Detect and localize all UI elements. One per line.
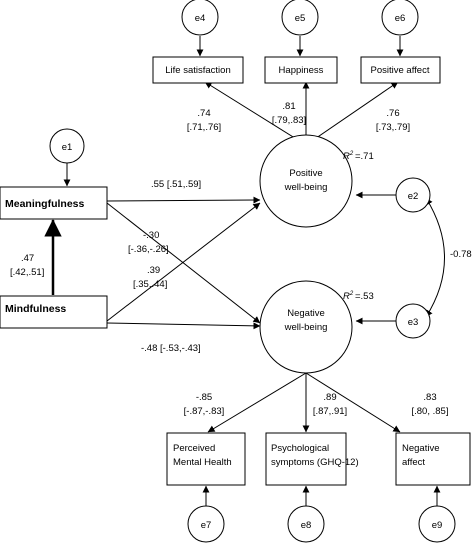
e6-circle <box>381 0 419 36</box>
mind-to-neg <box>106 322 261 330</box>
mean-neg-coef: -.30 <box>143 230 159 241</box>
e7-label: e7 <box>201 520 212 531</box>
psych-coef: .89 <box>323 392 336 403</box>
e4-circle <box>181 0 219 36</box>
life-sat-coef: .74 <box>197 108 210 119</box>
psych-ci: [.87,.91] <box>313 406 347 417</box>
r2-positive-symbol: R2 <box>343 151 354 162</box>
meaningfulness-label: Meaningfulness <box>5 198 85 210</box>
mind-neg-coef: -.48 [-.53,-.43] <box>141 343 201 354</box>
e2-circle <box>395 177 431 213</box>
perceived-mental-health-label-2: Mental Health <box>173 457 232 468</box>
neg-affect-ci: [.80, .85] <box>412 406 449 417</box>
r2-positive: =.71 <box>355 151 374 162</box>
mean-to-neg <box>106 202 261 324</box>
pos-to-pos-affect <box>305 81 399 146</box>
e9-circle <box>418 505 456 543</box>
neg-affect-coef: .83 <box>423 392 436 403</box>
meaningfulness-box <box>0 186 108 220</box>
positive-wellbeing-label-1: Positive <box>289 168 322 179</box>
e2-label: e2 <box>408 191 419 202</box>
mind-pos-coef: .39 <box>147 265 160 276</box>
perceived-mental-health-label-1: Perceived <box>173 443 215 454</box>
e4-label: e4 <box>195 13 206 24</box>
positive-wellbeing-label-2: well-being <box>284 182 328 193</box>
mean-pos-coef: .55 [.51,.59] <box>151 179 201 190</box>
mean-to-pos <box>106 196 261 204</box>
e5-label: e5 <box>295 13 306 24</box>
mind-mean-ci: [.42,.51] <box>10 267 44 278</box>
life-sat-ci: [.71,.76] <box>187 122 221 133</box>
e1-circle <box>49 128 85 164</box>
psych-symptoms-label-2: symptoms (GHQ-12) <box>271 457 359 468</box>
mean-neg-ci: [-.36,-.26] <box>128 244 169 255</box>
negative-wellbeing-label-2: well-being <box>284 322 328 333</box>
neg-to-pmh <box>207 372 307 433</box>
negative-affect-label-2: affect <box>402 457 425 468</box>
mind-to-pos <box>106 202 261 322</box>
life-satisfaction-label: Life satisfaction <box>165 65 230 76</box>
e8-label: e8 <box>301 520 312 531</box>
neg-to-neg-affect <box>305 372 401 433</box>
mind-pos-ci: [.35,.44] <box>133 279 167 290</box>
happiness-box <box>264 56 338 84</box>
r2-negative: =.53 <box>355 291 374 302</box>
positive-affect-box <box>360 56 441 84</box>
pos-affect-coef: .76 <box>386 108 399 119</box>
negative-affect-box <box>395 432 471 486</box>
e2-e3-covariance <box>425 197 445 318</box>
positive-affect-label: Positive affect <box>371 65 430 76</box>
perceived-mental-health-box <box>166 432 246 486</box>
mindfulness-box <box>0 295 108 329</box>
negative-wellbeing-circle <box>259 280 353 374</box>
e8-circle <box>287 505 325 543</box>
happiness-ci: [.79,.83] <box>272 115 306 126</box>
happiness-label: Happiness <box>279 65 324 76</box>
happiness-coef: .81 <box>282 101 295 112</box>
e9-label: e9 <box>432 520 443 531</box>
e7-circle <box>187 505 225 543</box>
psych-symptoms-box <box>265 432 347 486</box>
e5-circle <box>281 0 319 36</box>
e1-label: e1 <box>62 142 73 153</box>
e6-label: e6 <box>395 13 406 24</box>
mind-mean-coef: .47 <box>21 253 34 264</box>
pos-to-life-sat <box>204 81 307 146</box>
e3-label: e3 <box>408 317 419 328</box>
pos-affect-ci: [.73,.79] <box>376 122 410 133</box>
positive-wellbeing-circle <box>259 134 353 228</box>
error-covariance: -0.78 <box>450 249 472 260</box>
r2-negative-symbol: R2 <box>343 291 354 302</box>
negative-wellbeing-label-1: Negative <box>287 308 325 319</box>
negative-affect-label-1: Negative <box>402 443 440 454</box>
life-satisfaction-box <box>152 56 244 84</box>
psych-symptoms-label-1: Psychological <box>271 443 329 454</box>
pmh-coef: -.85 <box>196 392 212 403</box>
pmh-ci: [-.87,-.83] <box>184 406 225 417</box>
mindfulness-label: Mindfulness <box>5 303 66 315</box>
e3-circle <box>395 303 431 339</box>
